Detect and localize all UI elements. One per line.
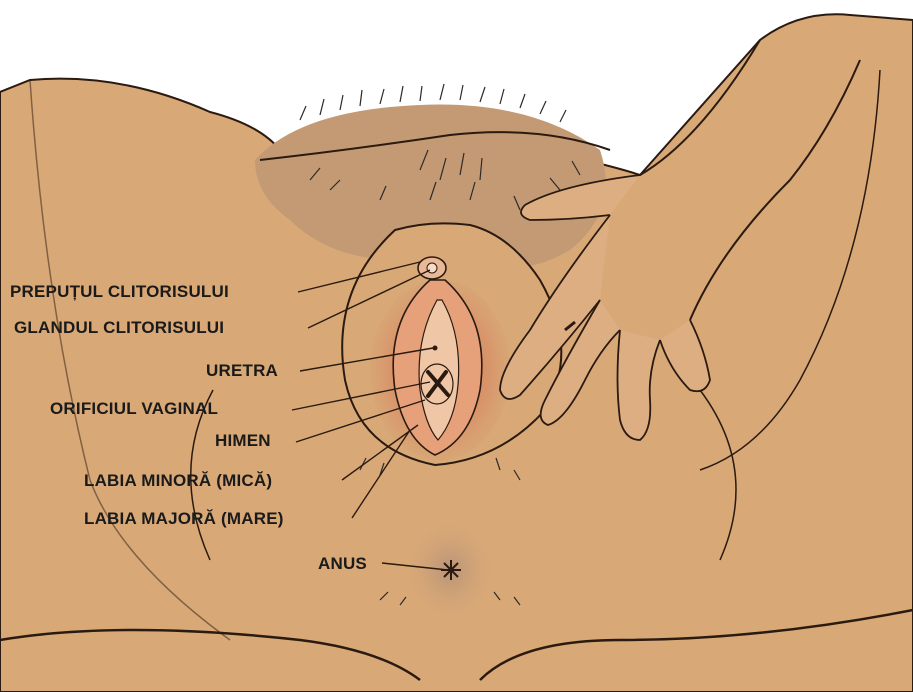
label-orificiul-vaginal: ORIFICIUL VAGINAL: [50, 399, 218, 419]
label-uretra: URETRA: [206, 361, 278, 381]
clitoris-shape: [418, 257, 446, 279]
label-preputul-clitorisului: PREPUȚUL CLITORISULUI: [10, 282, 229, 302]
label-labia-majora: LABIA MAJORĂ (MARE): [84, 509, 284, 529]
label-labia-minora: LABIA MINORĂ (MICĂ): [84, 471, 272, 491]
label-anus: ANUS: [318, 554, 367, 574]
anus-shape: [410, 525, 490, 615]
label-himen: HIMEN: [215, 431, 271, 451]
label-glandul-clitorisului: GLANDUL CLITORISULUI: [14, 318, 224, 338]
